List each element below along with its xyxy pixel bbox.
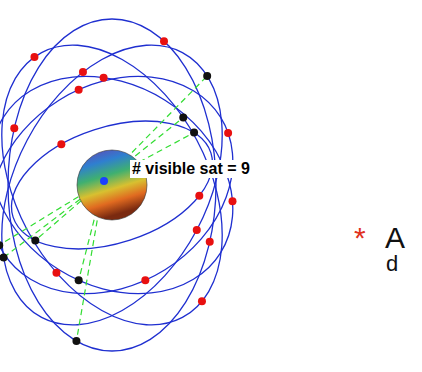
satellite-dot xyxy=(31,236,39,244)
satellite-dot xyxy=(0,253,8,261)
orbit-ellipse xyxy=(8,19,216,351)
satellite-dot xyxy=(190,129,198,137)
cut-off-text: A xyxy=(383,222,407,254)
receiver-dot xyxy=(100,177,108,185)
satellite-dot xyxy=(224,129,232,137)
orbit-ellipse xyxy=(0,7,267,362)
bullet-mark: * xyxy=(352,222,368,254)
satellite-dot xyxy=(193,226,201,234)
satellite-dot xyxy=(179,114,187,122)
satellite-group xyxy=(0,37,237,345)
orbit-ellipse xyxy=(0,32,274,337)
satellite-dot xyxy=(198,297,206,305)
cut-off-text: d xyxy=(384,252,400,276)
satellite-dot xyxy=(203,72,211,80)
satellite-dot xyxy=(10,124,18,132)
satellite-dot xyxy=(30,53,38,61)
satellite-dot xyxy=(206,238,214,246)
satellite-dot xyxy=(57,140,65,148)
satellite-dot xyxy=(0,241,3,249)
orbit-ellipse xyxy=(0,32,274,337)
orbit-ellipse xyxy=(0,7,267,362)
satellite-dot xyxy=(72,337,80,345)
satellite-dot xyxy=(195,192,203,200)
satellite-dot xyxy=(52,269,60,277)
satellite-dot xyxy=(75,86,83,94)
satellite-dot xyxy=(141,276,149,284)
satellite-dot xyxy=(79,68,87,76)
satellite-dot xyxy=(75,276,83,284)
orbit-group xyxy=(0,7,274,362)
visibility-lines xyxy=(0,76,207,341)
satellite-dot xyxy=(229,197,237,205)
satellite-dot xyxy=(100,74,108,82)
visible-count-label: # visible sat = 9 xyxy=(130,160,252,178)
satellite-dot xyxy=(160,37,168,45)
